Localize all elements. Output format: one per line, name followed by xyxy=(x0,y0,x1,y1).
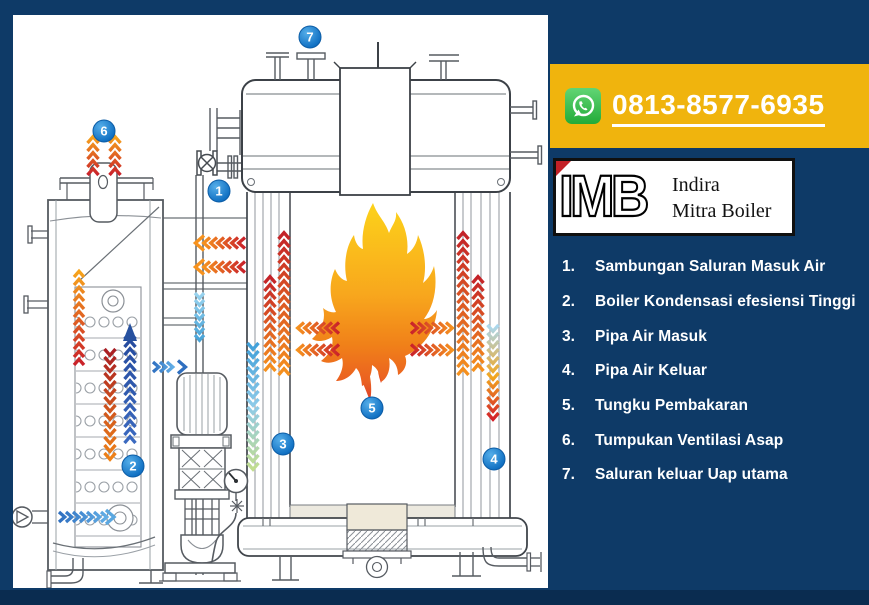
marker-6: 6 xyxy=(92,119,116,143)
logo-name-line2: Mitra Boiler xyxy=(672,200,772,222)
marker-3: 3 xyxy=(271,432,295,456)
part-number: 1. xyxy=(562,258,575,276)
marker-4-label: 4 xyxy=(490,451,498,467)
drum-right-stubs xyxy=(510,100,543,165)
marker-3-label: 3 xyxy=(279,436,287,452)
part-item: 6. Tumpukan Ventilasi Asap xyxy=(562,423,862,458)
marker-1: 1 xyxy=(207,179,231,203)
marker-5-label: 5 xyxy=(368,400,376,416)
flue-ducts xyxy=(162,217,247,326)
riser-tube-arrow xyxy=(277,230,291,377)
footer-band xyxy=(0,590,869,605)
logo-name-line1: Indira xyxy=(672,174,720,196)
condensate-pump-symbol xyxy=(11,506,48,528)
flue-gas-arrow xyxy=(201,260,247,274)
inlet-water-arrow xyxy=(57,510,110,524)
mid-water-arrow xyxy=(151,360,176,374)
flue-gas-arrow-tip xyxy=(192,234,206,252)
chimney-box xyxy=(333,42,417,196)
main-boiler xyxy=(237,42,543,581)
logo-accent-triangle xyxy=(556,161,571,176)
boiler-diagram-svg xyxy=(11,42,543,589)
marker-1-label: 1 xyxy=(215,183,223,199)
steam-outlet-pipes xyxy=(266,52,459,80)
logo-name: Indira Mitra Boiler xyxy=(672,172,771,224)
coil-bank-frame xyxy=(74,286,142,548)
marker-5: 5 xyxy=(360,396,384,420)
part-item: 4. Pipa Air Keluar xyxy=(562,354,862,389)
downcomer-arrow-left xyxy=(246,341,260,472)
part-label: Tumpukan Ventilasi Asap xyxy=(595,431,784,449)
part-number: 7. xyxy=(562,466,575,484)
contact-banner: 0813-8577-6935 xyxy=(550,64,869,148)
part-label: Tungku Pembakaran xyxy=(595,397,749,415)
parts-list: 1. Sambungan Saluran Masuk Air 2. Boiler K… xyxy=(562,250,862,493)
riser-tube-arrow xyxy=(456,230,470,377)
mid-water-arrow-tip xyxy=(176,359,188,375)
furnace-heat-arrow-left xyxy=(295,321,341,335)
part-number: 6. xyxy=(562,431,575,449)
part-number: 2. xyxy=(562,293,575,311)
tower-side-stubs xyxy=(23,225,48,314)
marker-2: 2 xyxy=(121,454,145,478)
riser-tube-arrow xyxy=(471,274,485,373)
feedwater-inlet-valve xyxy=(196,150,218,176)
logo-card: IMB Indira Mitra Boiler xyxy=(553,158,795,236)
flame xyxy=(312,203,437,401)
stack-vent xyxy=(59,162,154,223)
furnace-heat-arrow-right xyxy=(409,343,455,357)
marker-2-label: 2 xyxy=(129,458,137,474)
feedwater-pump xyxy=(159,372,241,582)
marker-7-label: 7 xyxy=(306,29,314,45)
flue-gas-arrow-tip xyxy=(192,258,206,276)
marker-7: 7 xyxy=(298,25,322,49)
stack-exhaust-arrow xyxy=(108,134,122,177)
part-item: 7. Saluran keluar Uap utama xyxy=(562,458,862,493)
part-label: Boiler Kondensasi efesiensi Tinggi xyxy=(595,293,856,311)
part-item: 1. Sambungan Saluran Masuk Air xyxy=(562,250,862,285)
marker-4: 4 xyxy=(482,447,506,471)
tower-water-arrowhead xyxy=(123,323,137,341)
tower-gas-down-arrow xyxy=(103,347,117,462)
phone-number[interactable]: 0813-8577-6935 xyxy=(612,89,825,127)
tower-hot-gas-arrow xyxy=(72,268,86,367)
part-number: 5. xyxy=(562,397,575,415)
part-item: 2. Boiler Kondensasi efesiensi Tinggi xyxy=(562,285,862,320)
inlet-water-arrow-tip xyxy=(104,508,117,526)
marker-6-label: 6 xyxy=(100,123,108,139)
pressure-gauge xyxy=(211,468,249,563)
part-number: 4. xyxy=(562,362,575,380)
part-item: 5. Tungku Pembakaran xyxy=(562,389,862,424)
riser-tube-arrow xyxy=(263,274,277,373)
part-label: Pipa Air Masuk xyxy=(595,327,707,345)
furnace-heat-arrow-right xyxy=(409,321,455,335)
flue-gas-arrow xyxy=(201,236,247,250)
whatsapp-icon[interactable] xyxy=(565,88,601,124)
part-label: Sambungan Saluran Masuk Air xyxy=(595,258,826,276)
base-assembly xyxy=(237,503,542,581)
riser-water-arrow xyxy=(193,291,206,343)
furnace-heat-arrow-left xyxy=(295,343,341,357)
logo-monogram: IMB xyxy=(558,163,651,230)
diagram-panel: 1 2 3 4 5 6 7 xyxy=(11,15,548,589)
part-label: Pipa Air Keluar xyxy=(595,362,708,380)
part-item: 3. Pipa Air Masuk xyxy=(562,319,862,354)
part-number: 3. xyxy=(562,327,575,345)
outlet-tube-arrow xyxy=(486,323,500,422)
part-label: Saluran keluar Uap utama xyxy=(595,466,788,484)
left-economizer xyxy=(11,162,164,589)
